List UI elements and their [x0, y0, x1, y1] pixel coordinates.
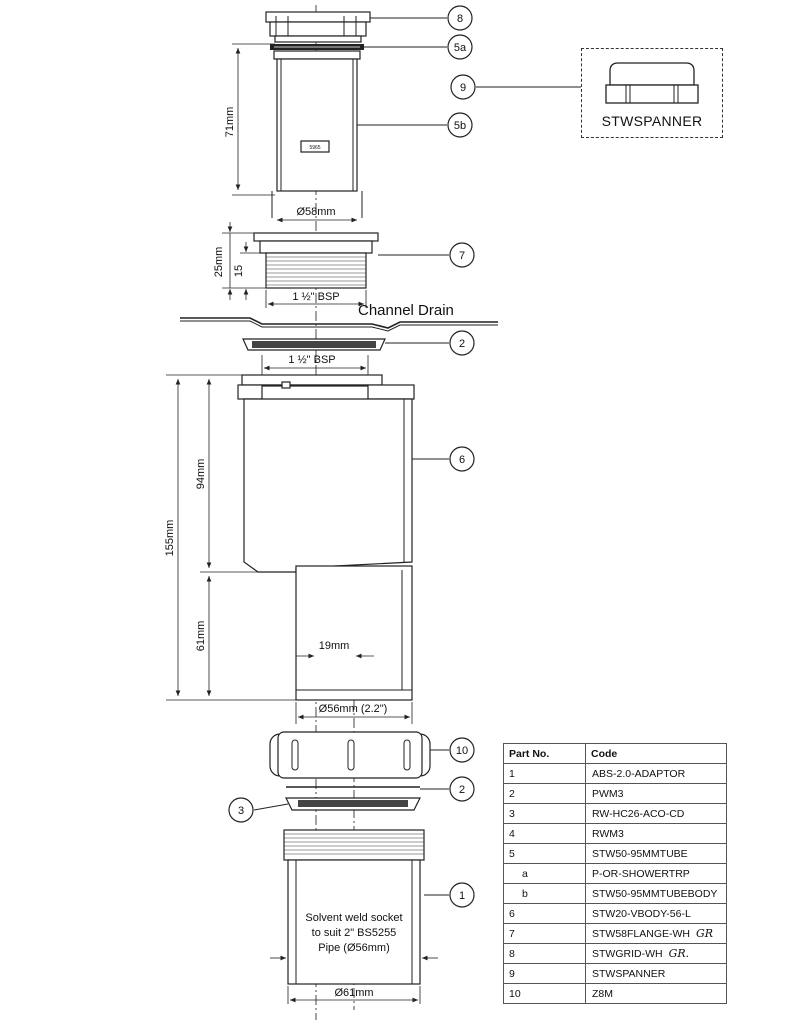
dim-thread-height: 15 — [233, 265, 245, 277]
svg-text:3: 3 — [238, 805, 244, 817]
table-row: 6 STW20-VBODY-56-L — [503, 903, 727, 924]
spanner-detail-box: STWSPANNER — [581, 48, 723, 138]
part-code: ABS-2.0-ADAPTOR — [585, 763, 727, 784]
callout-1: 1 — [424, 882, 475, 908]
dim-body-upper: 94mm — [195, 459, 207, 490]
handwritten-note: GR — [696, 927, 714, 940]
dim-body-lower: 61mm — [195, 621, 207, 652]
channel-drain-sheet — [180, 317, 498, 332]
callout-6: 6 — [412, 446, 475, 472]
part-number: 6 — [503, 903, 586, 924]
part-5a-o-ring — [270, 44, 364, 50]
svg-text:8: 8 — [457, 13, 463, 25]
part-number: 3 — [503, 803, 586, 824]
part-5b-tube — [271, 50, 363, 218]
part-7-flange — [253, 232, 379, 289]
callout-8: 8 — [370, 5, 473, 31]
part-10-compression-nut — [269, 731, 431, 779]
svg-text:5a: 5a — [454, 42, 467, 54]
part-code: RWM3 — [585, 823, 727, 844]
dim-body-thread: 1 ½" BSP — [288, 354, 335, 366]
channel-drain-label: Channel Drain — [358, 302, 454, 319]
socket-note-line-3: Pipe (Ø56mm) — [318, 942, 390, 954]
part-number: a — [503, 863, 586, 884]
part-code: STW58FLANGE-WH GR — [585, 923, 727, 944]
table-row: b STW50-95MMTUBEBODY — [503, 883, 727, 904]
part-code: STW50-95MMTUBEBODY — [585, 883, 727, 904]
table-row: 9 STWSPANNER — [503, 963, 727, 984]
callout-9: 9 — [450, 74, 581, 100]
table-header-row: Part No. Code — [503, 743, 727, 764]
dim-flange-height: 25mm — [213, 247, 225, 278]
table-row: 7 STW58FLANGE-WH GR — [503, 923, 727, 944]
dim-outlet-diameter: Ø56mm (2.2") — [319, 703, 388, 715]
callout-2-lower: 2 — [420, 776, 475, 802]
table-row: 4 RWM3 — [503, 823, 727, 844]
part-code: STWGRID-WH GR. — [585, 943, 727, 964]
part-number: b — [503, 883, 586, 904]
spanner-label: STWSPANNER — [601, 113, 703, 129]
part-2-washer-upper — [242, 338, 386, 351]
header-code: Code — [585, 743, 727, 764]
svg-text:9: 9 — [460, 82, 466, 94]
svg-text:6: 6 — [459, 454, 465, 466]
part-code: P-OR-SHOWERTRP — [585, 863, 727, 884]
table-row: 1 ABS-2.0-ADAPTOR — [503, 763, 727, 784]
svg-text:1: 1 — [459, 890, 465, 902]
table-row: 5 STW50-95MMTUBE — [503, 843, 727, 864]
parts-table: Part No. Code 1 ABS-2.0-ADAPTOR 2 PWM3 3… — [503, 743, 727, 1004]
callout-5b: 5b — [357, 112, 473, 138]
part-number: 1 — [503, 763, 586, 784]
part-number: 2 — [503, 783, 586, 804]
svg-text:5b: 5b — [454, 120, 466, 132]
part-number: 5 — [503, 843, 586, 864]
dim-tube-diameter: Ø58mm — [296, 206, 335, 218]
svg-text:2: 2 — [459, 784, 465, 796]
part-code: Z8M — [585, 983, 727, 1004]
table-row: a P-OR-SHOWERTRP — [503, 863, 727, 884]
svg-text:10: 10 — [456, 745, 468, 757]
socket-note-line-2: to suit 2" BS5255 — [312, 927, 397, 939]
part-8-grid — [265, 11, 371, 43]
part-code: RW-HC26-ACO-CD — [585, 803, 727, 824]
part-number: 7 — [503, 923, 586, 944]
part-code: STWSPANNER — [585, 963, 727, 984]
part-code-text: STWGRID-WH — [592, 948, 663, 960]
callout-5a: 5a — [364, 34, 473, 60]
part-number: 9 — [503, 963, 586, 984]
part-code-text: STW58FLANGE-WH — [592, 928, 691, 940]
socket-note-line-1: Solvent weld socket — [305, 912, 402, 924]
handwritten-note: GR. — [668, 947, 690, 960]
spanner-icon — [605, 62, 699, 104]
callout-10: 10 — [430, 737, 475, 763]
part-code: STW50-95MMTUBE — [585, 843, 727, 864]
callout-3: 3 — [228, 797, 289, 823]
callout-7: 7 — [378, 242, 475, 268]
part-code: PWM3 — [585, 783, 727, 804]
part-6-body — [237, 374, 415, 701]
header-part-no: Part No. — [503, 743, 586, 764]
tube-marking: 5965 — [309, 145, 320, 151]
part-number: 4 — [503, 823, 586, 844]
part-3-seal — [285, 797, 421, 811]
dim-socket-diameter: Ø61mm — [334, 987, 373, 999]
dim-inner-offset: 19mm — [319, 640, 350, 652]
svg-text:2: 2 — [459, 338, 465, 350]
dim-flange-thread: 1 ½" BSP — [292, 291, 339, 303]
table-row: 3 RW-HC26-ACO-CD — [503, 803, 727, 824]
part-number: 10 — [503, 983, 586, 1004]
svg-text:7: 7 — [459, 250, 465, 262]
callout-2-upper: 2 — [385, 330, 475, 356]
table-row: 2 PWM3 — [503, 783, 727, 804]
table-row: 8 STWGRID-WH GR. — [503, 943, 727, 964]
part-1-adaptor — [283, 829, 425, 985]
part-code: STW20-VBODY-56-L — [585, 903, 727, 924]
dim-tube-height: 71mm — [224, 107, 236, 138]
dim-body-total: 155mm — [164, 520, 176, 557]
table-row: 10 Z8M — [503, 983, 727, 1004]
part-number: 8 — [503, 943, 586, 964]
